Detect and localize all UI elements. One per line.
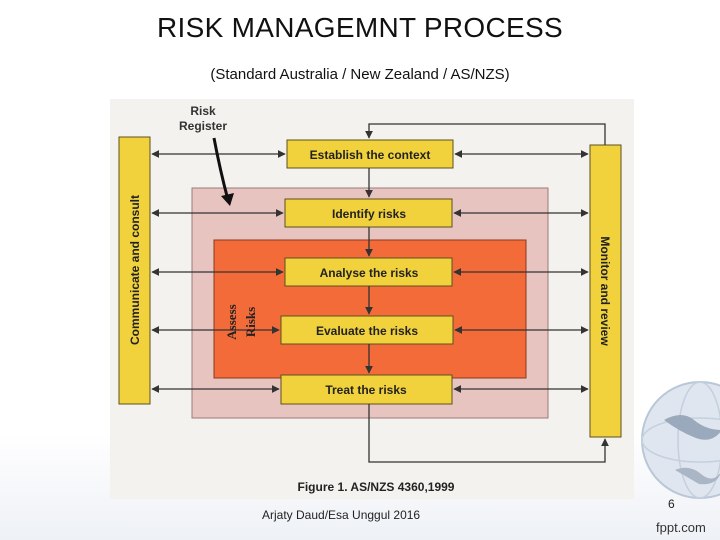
monitor-review-label: Monitor and review xyxy=(598,236,612,346)
step-evaluate-risks-label: Evaluate the risks xyxy=(316,324,418,338)
assess-risks-label-line1: Assess xyxy=(224,304,239,339)
figure-caption: Figure 1. AS/NZS 4360,1999 xyxy=(298,480,455,494)
risk-register-label-line1: Risk xyxy=(190,104,216,118)
step-evaluate-risks-box xyxy=(280,315,454,345)
step-establish-context-label: Establish the context xyxy=(310,148,431,162)
communicate-consult-column xyxy=(118,136,151,405)
page-number: 6 xyxy=(668,497,675,511)
step-analyse-risks-label: Analyse the risks xyxy=(320,266,419,280)
assess-risks-label-line2: Risks xyxy=(243,307,258,337)
slide-footer: Arjaty Daud/Esa Unggul 2016 xyxy=(262,508,421,522)
slide-subtitle: (Standard Australia / New Zealand / AS/N… xyxy=(210,66,510,83)
monitor-review-column xyxy=(589,144,622,438)
monitor-arrows xyxy=(453,150,589,393)
step-treat-risks-box xyxy=(280,374,453,405)
globe-icon xyxy=(641,381,720,499)
communicate-consult-label: Communicate and consult xyxy=(128,195,142,345)
risk-register-arrow-head xyxy=(221,193,234,206)
slide-title: RISK MANAGEMNT PROCESS xyxy=(157,12,563,43)
flow-arrows xyxy=(365,123,609,463)
step-identify-risks-label: Identify risks xyxy=(332,207,406,221)
step-treat-risks-label: Treat the risks xyxy=(325,383,407,397)
risk-register-label-line2: Register xyxy=(179,119,227,133)
brand-watermark: fppt.com xyxy=(656,520,706,535)
step-establish-context-box xyxy=(286,139,454,169)
